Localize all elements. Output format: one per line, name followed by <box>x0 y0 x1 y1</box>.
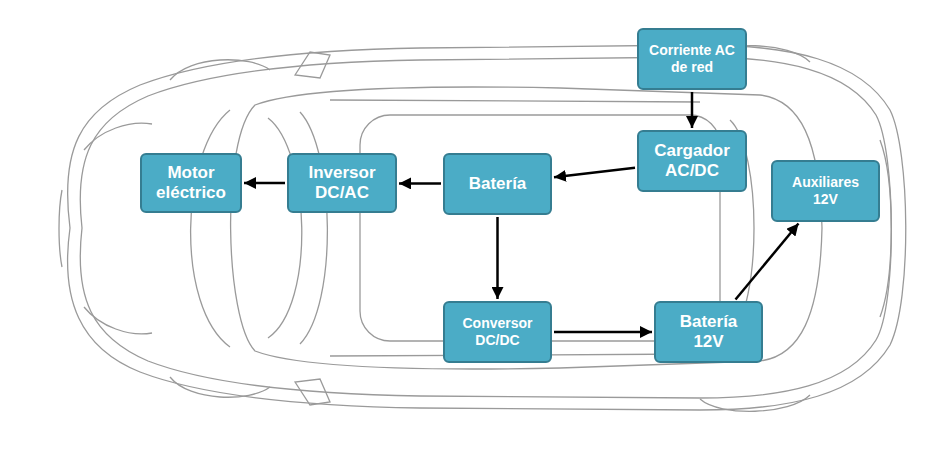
box-label: Corriente AC de red <box>649 42 735 76</box>
process-box: Corriente AC de red <box>637 28 747 90</box>
box-label: Inversor DC/AC <box>299 163 385 204</box>
windshield <box>268 118 302 338</box>
box-label: Cargador AC/DC <box>649 141 735 182</box>
mirror <box>295 379 330 405</box>
mirror <box>295 52 330 78</box>
car-drawing <box>59 45 906 411</box>
rear-line <box>880 140 891 317</box>
box-label: Auxiliares 12V <box>783 174 868 208</box>
hood-line <box>59 110 230 347</box>
windshield-inner <box>300 112 327 344</box>
flow-arrow <box>399 182 441 185</box>
flow-arrow <box>554 168 635 178</box>
box-label: Motor eléctrico <box>152 163 230 204</box>
box-label: Batería <box>469 174 527 194</box>
flow-arrow <box>691 92 694 128</box>
process-box: Conversor DC/DC <box>443 301 552 363</box>
wheel-arch <box>170 377 810 411</box>
flow-arrow <box>554 331 652 334</box>
flow-arrow <box>244 182 285 185</box>
box-label: Conversor DC/DC <box>455 315 540 349</box>
car-body-inner <box>80 57 891 398</box>
process-box: Auxiliares 12V <box>771 160 880 222</box>
process-box: Cargador AC/DC <box>637 130 747 192</box>
process-box: Motor eléctrico <box>140 153 242 213</box>
process-box: Batería <box>443 153 552 215</box>
box-label: Batería 12V <box>666 312 751 353</box>
process-box: Inversor DC/AC <box>287 153 397 213</box>
car-body <box>68 45 906 410</box>
flow-arrow <box>736 224 799 300</box>
car-cabin <box>231 87 822 369</box>
flow-arrow <box>496 217 499 299</box>
process-box: Batería 12V <box>654 301 763 363</box>
